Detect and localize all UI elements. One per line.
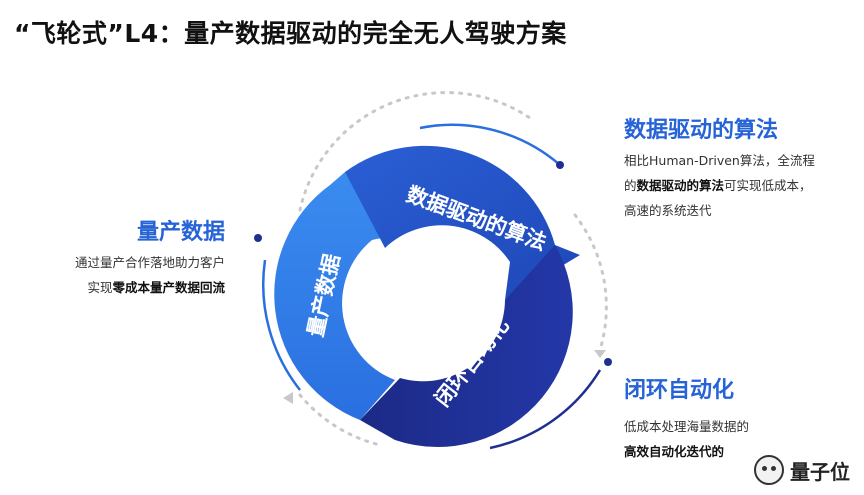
- block-loop-heading: 闭环自动化: [624, 378, 735, 403]
- dotted-arc-bottom: [298, 393, 382, 447]
- block-mass-data-heading: 量产数据: [136, 220, 225, 245]
- block-mass-data-line2-prefix: 实现: [87, 280, 113, 295]
- dotted-arc-right: [573, 213, 608, 352]
- ring-segment-loop: [360, 245, 573, 447]
- dotted-arrowhead-left: [283, 392, 293, 404]
- page-title: “飞轮式”L4：量产数据驱动的完全无人驾驶方案: [14, 19, 567, 48]
- outer-dot-top: [556, 161, 564, 169]
- dotted-arc-top: [298, 91, 532, 212]
- block-algo-line2-suffix: 可实现低成本，: [724, 178, 812, 193]
- block-algo-line1: 相比Human-Driven算法，全流程: [624, 153, 815, 168]
- block-mass-data-line1: 通过量产合作落地助力客户: [74, 255, 225, 270]
- outer-arc-left: [262, 259, 301, 391]
- block-mass-data: 量产数据 通过量产合作落地助力客户 实现零成本量产数据回流: [60, 214, 225, 300]
- block-loop-line2-bold: 高效自动化迭代的: [624, 444, 725, 459]
- outer-arc-bottom: [489, 369, 602, 450]
- block-algo-line2-bold: 数据驱动的算法: [636, 178, 725, 193]
- block-algo-line3: 高速的系统迭代: [624, 203, 712, 218]
- wechat-icon: [754, 455, 784, 485]
- outer-arc-blue: [419, 123, 561, 166]
- ring-segment-algo: [345, 145, 580, 300]
- block-data-driven-algo: 数据驱动的算法 相比Human-Driven算法，全流程 的数据驱动的算法可实现…: [624, 112, 854, 223]
- watermark-text: 量子位: [790, 459, 850, 484]
- outer-dot-bottom: [604, 358, 612, 366]
- block-closed-loop: 闭环自动化 低成本处理海量数据的 高效自动化迭代的: [624, 372, 854, 464]
- watermark: 量子位: [754, 455, 850, 485]
- ring-segment-data: [274, 172, 395, 420]
- block-algo-line2-prefix: 的: [624, 178, 637, 193]
- block-loop-line1: 低成本处理海量数据的: [624, 419, 750, 434]
- block-algo-heading: 数据驱动的算法: [624, 118, 779, 143]
- outer-dot-left: [254, 234, 262, 242]
- dotted-arrowhead: [594, 350, 606, 358]
- block-mass-data-line2-bold: 零成本量产数据回流: [112, 280, 225, 295]
